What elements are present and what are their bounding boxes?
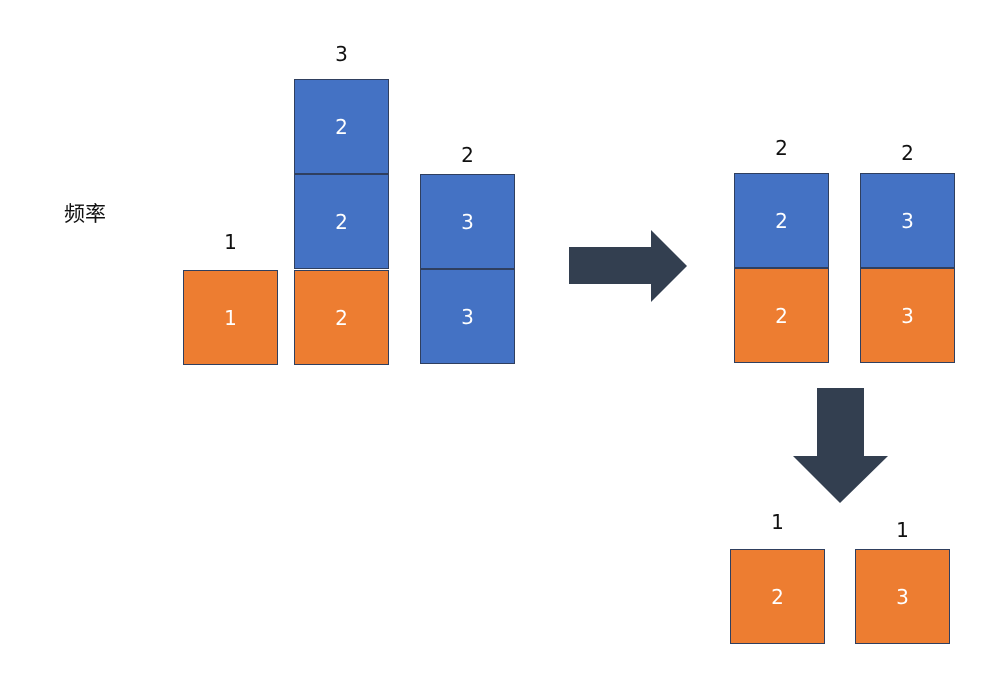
column-count: 1 <box>896 518 909 542</box>
stack-box: 2 <box>734 268 829 363</box>
column-count: 2 <box>461 143 474 167</box>
stack-box: 3 <box>420 269 515 364</box>
stack-box: 2 <box>734 173 829 268</box>
frequency-label: 频率 <box>64 202 106 226</box>
stack-box: 3 <box>860 268 955 363</box>
arrow-right-icon <box>569 230 687 302</box>
column-count: 2 <box>775 136 788 160</box>
column-count: 1 <box>771 510 784 534</box>
column-count: 2 <box>901 141 914 165</box>
stack-box: 2 <box>294 79 389 174</box>
stack-box: 3 <box>860 173 955 268</box>
stack-box: 3 <box>855 549 950 644</box>
column-count: 3 <box>335 42 348 66</box>
arrow-down-icon <box>793 388 888 503</box>
stack-box: 2 <box>294 270 389 365</box>
stack-box: 1 <box>183 270 278 365</box>
stack-box: 2 <box>730 549 825 644</box>
stack-box: 3 <box>420 174 515 269</box>
stack-box: 2 <box>294 174 389 269</box>
column-count: 1 <box>224 230 237 254</box>
